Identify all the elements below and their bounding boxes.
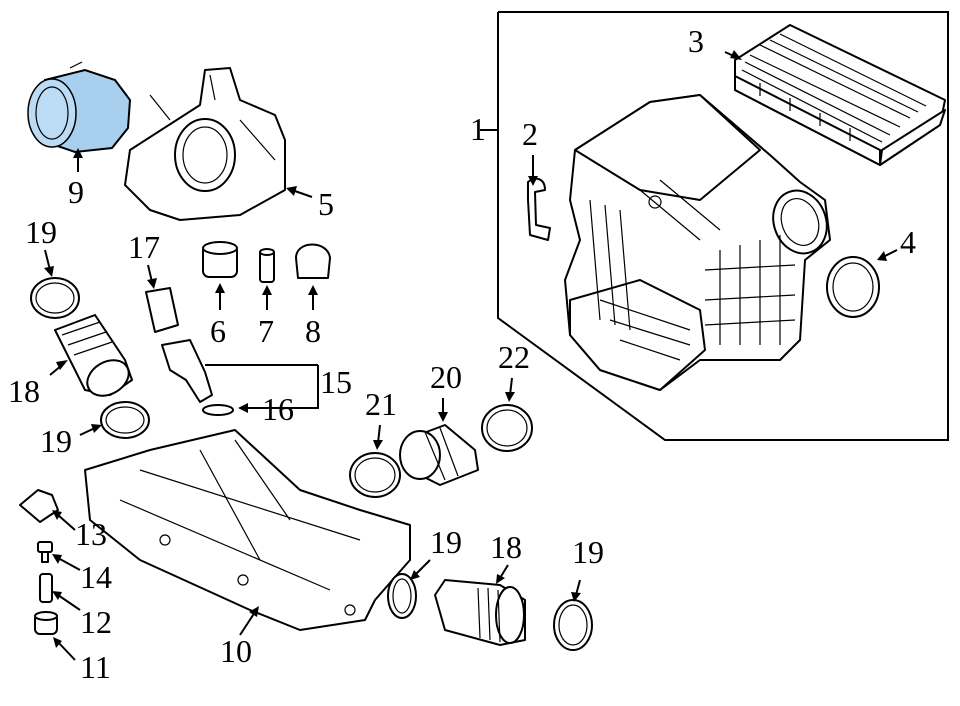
leader-lines — [44, 50, 898, 661]
part-15-sensor[interactable] — [161, 339, 213, 403]
part-12-sleeve[interactable] — [39, 573, 53, 603]
part-2-clip[interactable] — [527, 177, 551, 241]
callout-3: 3 — [688, 23, 704, 59]
callout-19-left: 19 — [40, 423, 72, 459]
part-16-o-ring[interactable] — [202, 404, 234, 416]
part-18-hose-upper[interactable] — [54, 314, 135, 403]
callout-4: 4 — [900, 224, 916, 260]
callout-18-lower: 18 — [490, 529, 522, 565]
part-17-boot[interactable] — [145, 287, 179, 333]
part-19-clamp-lower-left[interactable] — [100, 401, 150, 439]
callout-14: 14 — [80, 559, 112, 595]
part-14-bolt[interactable] — [37, 541, 53, 563]
callout-labels: 1 2 3 4 5 6 7 8 9 10 11 12 13 14 15 16 1… — [8, 23, 916, 685]
callout-2: 2 — [522, 116, 538, 152]
part-8-cap[interactable] — [295, 243, 331, 279]
callout-5: 5 — [318, 186, 334, 222]
callout-17: 17 — [128, 229, 160, 265]
part-7-sleeve[interactable] — [259, 248, 275, 283]
callout-19-mid: 19 — [430, 524, 462, 560]
callout-15: 15 — [320, 364, 352, 400]
callout-6: 6 — [210, 313, 226, 349]
callout-1: 1 — [470, 111, 486, 147]
part-19-clamp-lower-mid[interactable] — [387, 573, 417, 619]
callout-10: 10 — [220, 633, 252, 669]
callout-19-right: 19 — [572, 534, 604, 570]
part-5-intake-duct[interactable] — [124, 67, 286, 221]
callout-20: 20 — [430, 359, 462, 395]
callout-8: 8 — [305, 313, 321, 349]
callout-16: 16 — [262, 391, 294, 427]
callout-22: 22 — [498, 339, 530, 375]
part-3-air-filter[interactable] — [734, 24, 946, 166]
part-22-clamp[interactable] — [481, 404, 533, 452]
callout-21: 21 — [365, 386, 397, 422]
callout-19-upper: 19 — [25, 214, 57, 250]
part-6-grommet[interactable] — [202, 241, 238, 278]
callout-9: 9 — [68, 174, 84, 210]
callout-7: 7 — [258, 313, 274, 349]
air-cleaner-assembly-box — [497, 11, 949, 441]
callout-13: 13 — [75, 516, 107, 552]
part-19-clamp-upper[interactable] — [30, 277, 80, 319]
part-9-adapter-highlighted[interactable] — [27, 61, 132, 154]
part-20-hose[interactable] — [399, 424, 479, 486]
part-19-clamp-lower-right[interactable] — [553, 599, 593, 651]
callout-12: 12 — [80, 604, 112, 640]
part-18-hose-lower[interactable] — [434, 579, 526, 646]
part-21-clamp[interactable] — [349, 452, 401, 498]
part-11-grommet[interactable] — [34, 611, 58, 635]
callout-18-upper: 18 — [8, 373, 40, 409]
callout-11: 11 — [80, 649, 111, 685]
part-13-bracket[interactable] — [19, 489, 59, 523]
part-1-air-cleaner-housing[interactable] — [564, 94, 835, 391]
part-4-seal-ring[interactable] — [826, 256, 880, 318]
